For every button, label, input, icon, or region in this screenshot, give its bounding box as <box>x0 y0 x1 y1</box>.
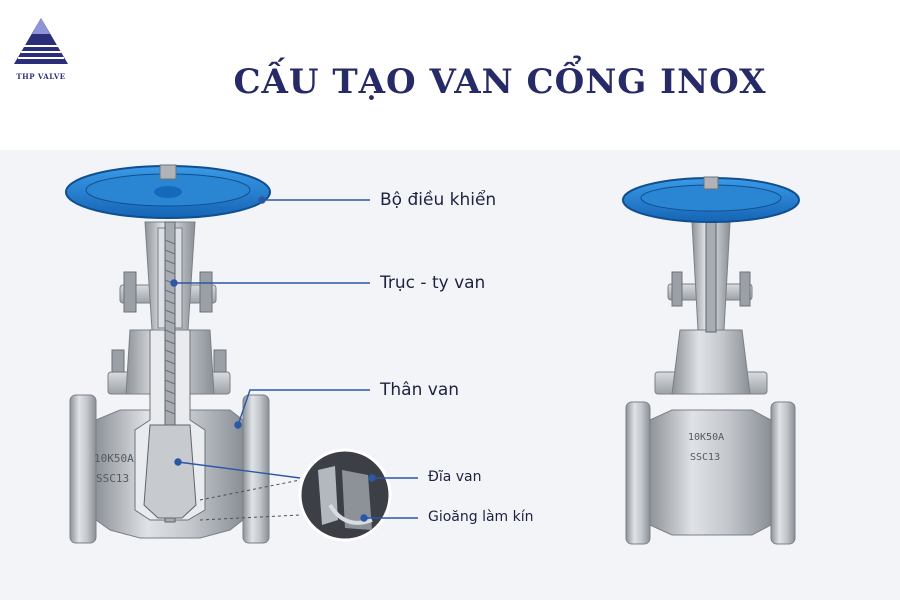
material-marking-right: SSC13 <box>690 452 720 463</box>
label-body: Thân van <box>380 380 460 400</box>
left-flange <box>69 394 97 544</box>
page-title: CẤU TẠO VAN CỔNG INOX <box>233 62 767 102</box>
logo-text: THP VALVE <box>16 72 66 81</box>
label-handwheel: Bộ điều khiển <box>380 190 497 210</box>
leader-lines <box>170 196 418 522</box>
label-disc: Đĩa van <box>428 469 482 485</box>
material-marking: SSC13 <box>96 472 129 485</box>
cutaway-valve: 10K50A SSC13 <box>65 164 271 544</box>
right-flange <box>242 394 270 544</box>
brand-logo: THP VALVE <box>10 14 72 84</box>
label-seal: Gioăng làm kín <box>428 509 534 525</box>
label-stem: Trục - ty van <box>380 273 486 293</box>
triangle-stripes-logo-icon <box>14 18 68 64</box>
size-marking: 10K50A <box>94 452 134 465</box>
size-marking-right: 10K50A <box>688 432 724 443</box>
gate-disc <box>143 424 197 519</box>
assembled-valve: 10K50A SSC13 <box>622 176 800 545</box>
